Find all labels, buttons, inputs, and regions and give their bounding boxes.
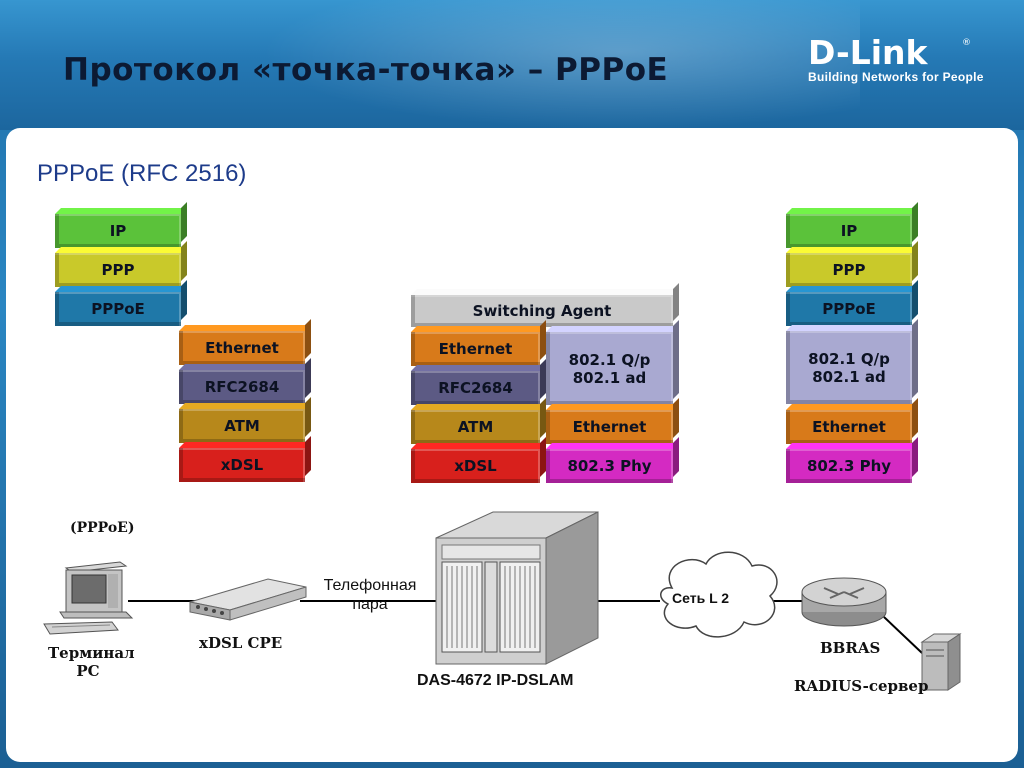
left-stack-ppp: PPP (55, 253, 181, 287)
phone-pair-line1: Телефонная (323, 577, 417, 594)
left-stack-xdsl: xDSL (179, 448, 305, 482)
slide-title: Протокол «точка-точка» – PPPoE (63, 52, 669, 88)
registered-mark: ® (962, 38, 971, 48)
right-qinq-line1: 802.1 Q/p (808, 349, 890, 368)
right-stack-pppoe: PPPoE (786, 292, 912, 326)
right-stack-ip: IP (786, 214, 912, 248)
dslam-label: DAS-4672 IP-DSLAM (417, 672, 574, 689)
mid-stack-ethernet-right: Ethernet (546, 410, 673, 444)
left-stack-pppoe: PPPoE (55, 292, 181, 326)
terminal-label-line2: PC (76, 662, 100, 680)
xdsl-cpe-label: xDSL CPE (199, 634, 283, 652)
phone-pair-line2: пара (352, 596, 388, 613)
d-link-logo: D-Link Building Networks for People (808, 33, 984, 85)
terminal-label-line1: Терминал (48, 644, 135, 662)
mid-stack-phy: 802.3 Phy (546, 449, 673, 483)
right-stack-ethernet: Ethernet (786, 410, 912, 444)
mid-stack-rfc2684: RFC2684 (411, 371, 540, 405)
pppoe-label: (PPPoE) (70, 520, 135, 536)
radius-server-label: RADIUS-сервер (794, 677, 929, 695)
terminal-pc-label: Терминал PC (48, 644, 135, 680)
phone-pair-label: Телефонная пара (311, 576, 429, 614)
right-qinq-line2: 802.1 ad (812, 367, 886, 386)
mid-qinq-line1: 802.1 Q/p (568, 350, 651, 369)
mid-stack-atm: ATM (411, 410, 540, 444)
switching-agent-block: Switching Agent (411, 295, 673, 327)
diagram-subtitle: PPPoE (RFC 2516) (37, 160, 247, 187)
logo-slogan: Building Networks for People (808, 70, 984, 84)
right-stack-phy: 802.3 Phy (786, 449, 912, 483)
right-stack-ppp: PPP (786, 253, 912, 287)
header-highlight (260, 0, 860, 130)
logo-text: D-Link (808, 33, 928, 72)
cloud-label: Сеть L 2 (672, 590, 730, 606)
left-stack-atm: ATM (179, 409, 305, 443)
right-stack-qinq: 802.1 Q/p 802.1 ad (786, 331, 912, 404)
mid-stack-ethernet: Ethernet (411, 332, 540, 366)
left-stack-ethernet: Ethernet (179, 331, 305, 365)
header-banner (0, 0, 1024, 130)
mid-stack-qinq: 802.1 Q/p 802.1 ad (546, 332, 673, 405)
left-stack-rfc2684: RFC2684 (179, 370, 305, 404)
bbras-label: BBRAS (820, 639, 881, 657)
mid-stack-xdsl: xDSL (411, 449, 540, 483)
mid-qinq-line2: 802.1 ad (572, 368, 647, 387)
left-stack-ip: IP (55, 214, 181, 248)
